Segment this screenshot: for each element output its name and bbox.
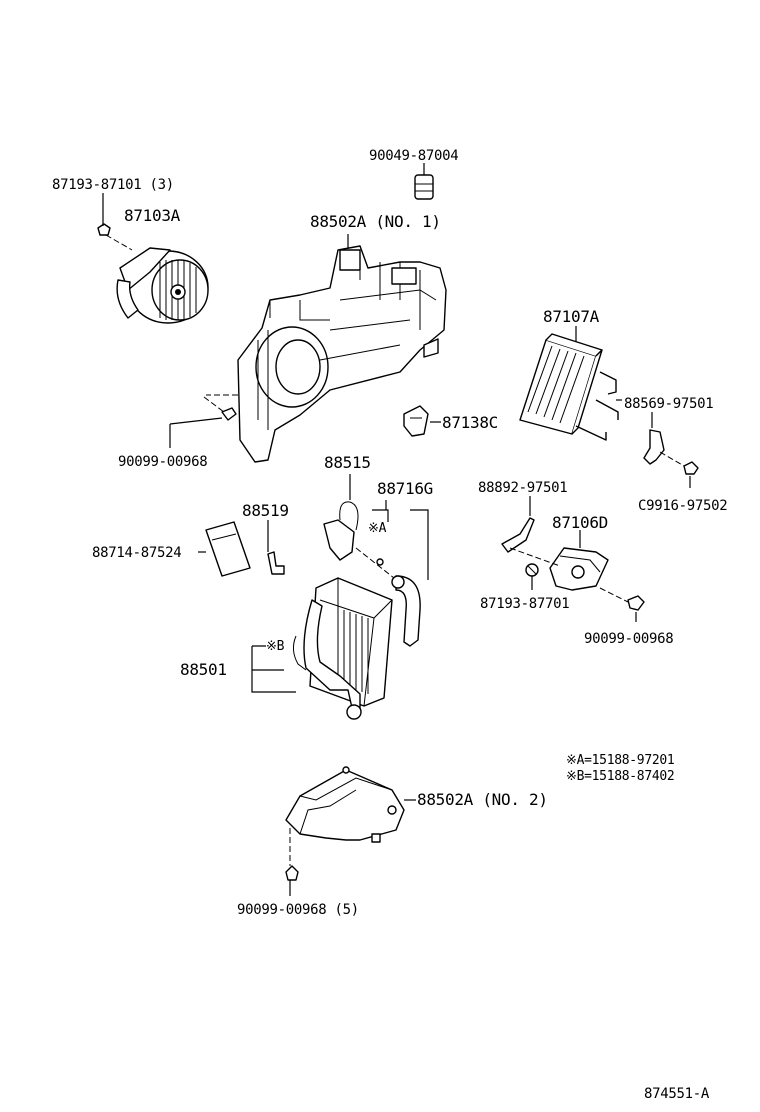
label-C9916-97502: C9916-97502 (638, 498, 727, 514)
label-88714-87524: 88714-87524 (92, 545, 181, 561)
screw-87193-87701 (525, 563, 539, 590)
screw-90099-00968-5 (285, 828, 299, 896)
label-87193-87101: 87193-87101 (3) (52, 177, 174, 193)
label-mark-a: ※A (368, 521, 387, 536)
note-mark-a: ※A=15188-97201 (566, 753, 674, 768)
heater-unit-housing-no2 (285, 766, 416, 843)
label-88519: 88519 (242, 501, 289, 520)
blower-motor (116, 247, 209, 324)
label-88716G: 88716G (377, 479, 433, 498)
plug-90049-87004 (414, 163, 434, 200)
heater-core-87107A (519, 326, 622, 441)
part-87138C (403, 405, 441, 437)
label-87106D: 87106D (552, 513, 608, 532)
label-87103A: 87103A (124, 206, 181, 225)
figure-id: 874551-A (644, 1086, 710, 1102)
heater-unit-housing-no1 (237, 245, 447, 463)
label-90099-00968-upper: 90099-00968 (118, 454, 207, 470)
bracket-88892-97501 (501, 496, 535, 553)
note-mark-b: ※B=15188-87402 (566, 769, 674, 784)
clip-88519 (267, 520, 285, 575)
hose-88716G (355, 500, 429, 647)
filter-88714-87524 (198, 521, 251, 577)
label-88501: 88501 (180, 660, 227, 679)
screw-90099-00968-right (599, 587, 645, 622)
label-87138C: 87138C (442, 413, 498, 432)
screw-87193-87101 (97, 223, 133, 251)
actuator-87106D (509, 530, 609, 591)
label-90099-00968-right: 90099-00968 (584, 631, 673, 647)
drain-sensor-88515 (323, 474, 359, 561)
label-90099-00968-5: 90099-00968 (5) (237, 902, 359, 918)
label-88569-97501: 88569-97501 (624, 396, 713, 412)
label-88515: 88515 (324, 453, 371, 472)
clip-88569-97501 (643, 412, 665, 465)
evaporator-88501 (251, 577, 393, 720)
label-88502A-no1: 88502A (NO. 1) (310, 212, 441, 231)
label-mark-b: ※B (266, 639, 285, 654)
screw-90099-00968-upper (169, 396, 237, 448)
screw-C9916-97502 (659, 451, 699, 488)
label-88892-97501: 88892-97501 (478, 480, 567, 496)
label-87107A: 87107A (543, 307, 600, 326)
label-87193-87701: 87193-87701 (480, 596, 569, 612)
label-90049-87004: 90049-87004 (369, 148, 458, 164)
label-88502A-no2: 88502A (NO. 2) (417, 790, 548, 809)
